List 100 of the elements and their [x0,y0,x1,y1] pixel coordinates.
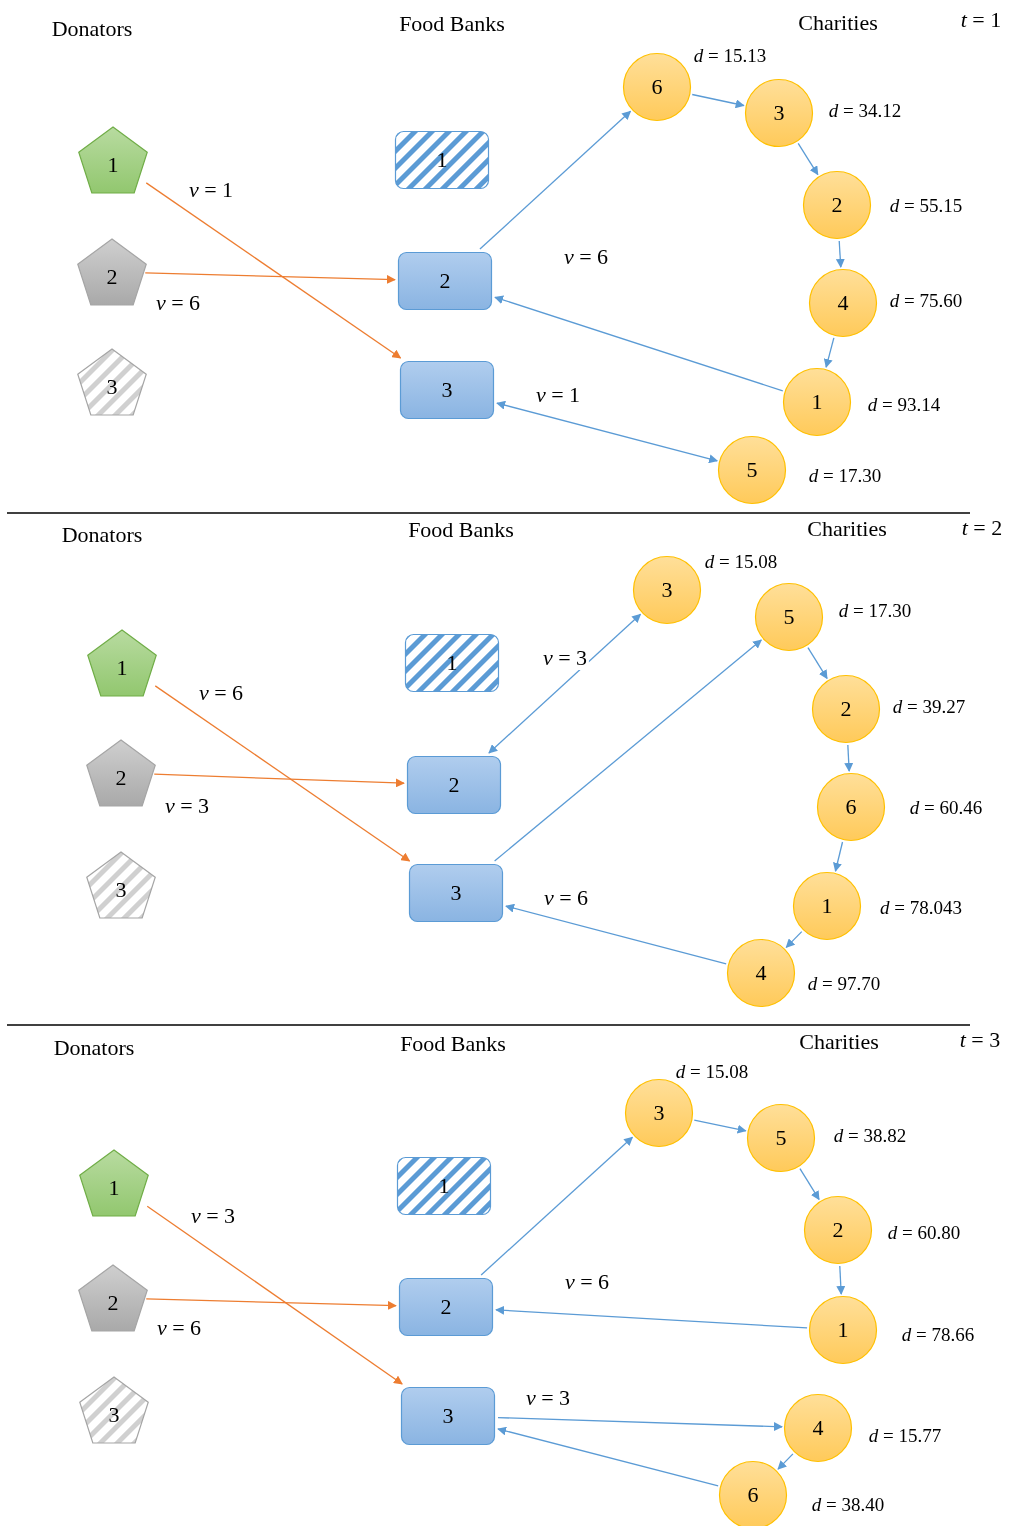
node-number: 5 [774,1126,788,1150]
charity-circle [804,1196,872,1264]
node-number: 6 [844,795,858,819]
column-heading: Food Banks [400,1032,506,1056]
arrow [836,1265,846,1295]
column-heading: Charities [798,11,878,35]
arrow [480,1136,634,1276]
time-step-label: t = 3 [959,1028,1001,1052]
arrow [479,110,632,250]
arrow [797,142,819,176]
distance-label: d = 15.08 [704,551,778,573]
arrow [844,744,854,772]
node-number: 3 [652,1101,666,1125]
node-number: 2 [105,265,119,290]
distance-label: d = 38.82 [833,1125,907,1147]
donor-pentagon [76,349,148,415]
node-number: 3 [107,1403,121,1428]
node-number: 4 [754,961,768,985]
donor-pentagon [77,1265,149,1331]
arrow [777,1453,794,1470]
node-number: 4 [811,1416,825,1440]
arrow [145,182,402,359]
food-bank-box [400,361,494,419]
donor-pentagon [77,127,149,193]
food-bank-box [395,131,489,189]
distance-label: d = 15.13 [693,45,767,67]
donor-pentagon [78,1150,150,1216]
distance-label: d = 34.12 [828,100,902,122]
arrow [488,613,642,754]
charity-circle [747,1104,815,1172]
food-bank-box [409,864,503,922]
distance-label: d = 60.46 [909,797,983,819]
time-step-label: t = 2 [961,516,1003,540]
distance-label: d = 38.40 [811,1494,885,1516]
food-bank-box [401,1387,495,1445]
donor-pentagon [78,1377,150,1443]
food-bank-box [405,634,499,692]
arrow [154,685,411,862]
node-number: 1 [836,1318,850,1342]
column-heading: Donators [51,17,133,41]
charity-circle [793,872,861,940]
column-heading: Food Banks [408,518,514,542]
distance-label: d = 78.66 [901,1324,975,1346]
donor-pentagon [85,852,157,918]
donor-pentagon [86,630,158,696]
time-step-label: t = 1 [960,8,1002,32]
donor-pentagon [76,239,148,305]
charity-circle [633,556,701,624]
charity-circle [784,1394,852,1462]
charity-circle [812,675,880,743]
distance-label: d = 39.27 [892,696,966,718]
node-number: 3 [114,878,128,903]
distance-label: d = 97.70 [807,973,881,995]
distance-label: d = 55.15 [889,195,963,217]
node-number: 3 [105,375,119,400]
distance-label: d = 15.08 [675,1061,749,1083]
arrow [833,841,844,872]
arrow [497,1416,783,1432]
distance-label: d = 17.30 [838,600,912,622]
distance-label: d = 93.14 [867,394,941,416]
arrow [505,903,727,965]
node-number: 5 [745,458,759,482]
arrow [493,639,762,862]
food-bank-box [399,1278,493,1336]
node-number: 2 [106,1291,120,1316]
node-number: 3 [660,578,674,602]
arrow [146,1205,403,1385]
distance-label: d = 17.30 [808,465,882,487]
charity-circle [623,53,691,121]
charity-circle [745,79,813,147]
charity-circle [809,1296,877,1364]
distance-label: d = 60.80 [887,1222,961,1244]
node-number: 3 [441,1404,455,1428]
arrow [691,93,745,109]
arrow [693,1119,747,1134]
charity-circle [809,269,877,337]
arrow [799,1167,820,1201]
node-number: 2 [438,269,452,293]
charity-circle [727,939,795,1007]
food-bank-box [397,1157,491,1215]
node-number: 1 [820,894,834,918]
node-number: 2 [439,1295,453,1319]
donor-pentagon [85,740,157,806]
arrow [785,931,803,948]
charity-circle [817,773,885,841]
node-number: 2 [830,193,844,217]
node-number: 6 [650,75,664,99]
arrow [145,1298,397,1310]
charity-circle [755,583,823,651]
arrow [494,295,784,392]
column-heading: Food Banks [399,12,505,36]
arrow [807,646,828,680]
node-number: 1 [106,153,120,178]
distance-label: d = 78.043 [880,897,962,919]
charity-circle [803,171,871,239]
food-bank-box [398,252,492,310]
node-number: 4 [836,291,850,315]
arrow [153,773,405,788]
column-heading: Charities [807,517,887,541]
node-number: 2 [447,773,461,797]
